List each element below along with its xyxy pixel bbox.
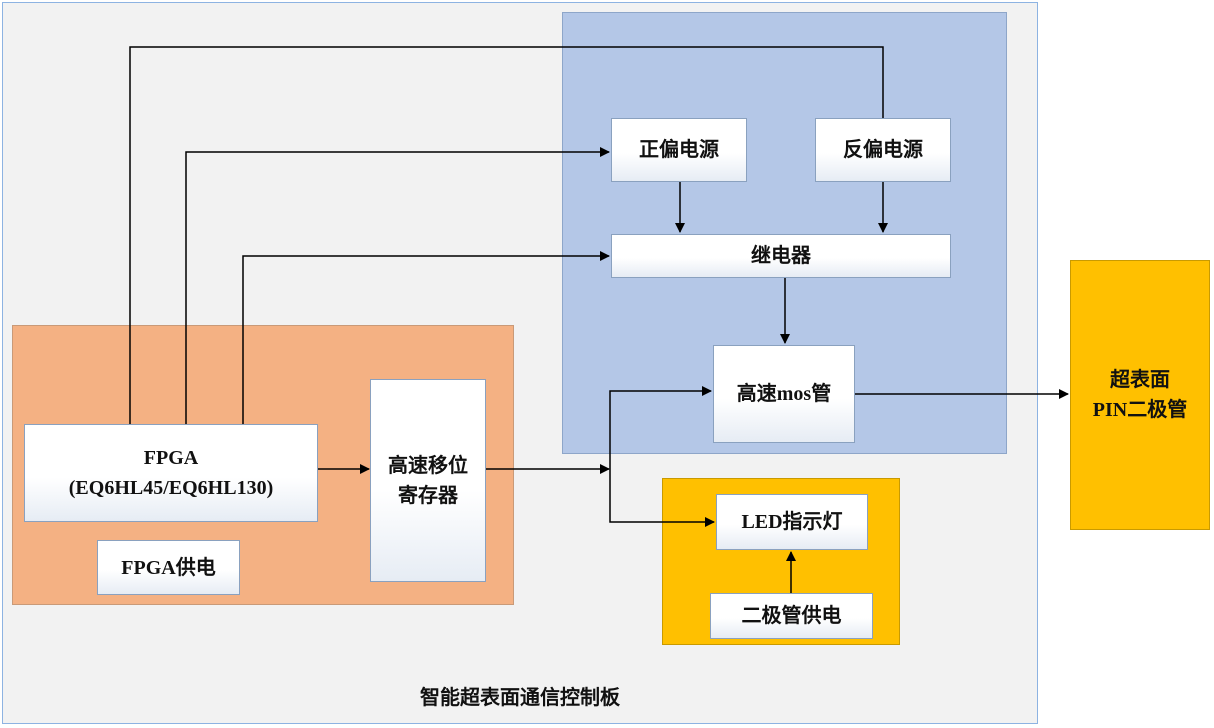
fpga-to-reverse-bias-line: [129, 46, 884, 424]
board-title: 智能超表面通信控制板: [420, 687, 620, 709]
reverse-bias-power-box: 反偏电源: [815, 118, 951, 182]
relay-box: 继电器: [611, 234, 951, 278]
fpga-label-1: FPGA: [143, 447, 199, 469]
forward-bias-power-box: 正偏电源: [611, 118, 747, 182]
fpga-to-relay-line: [242, 251, 610, 424]
mos-box: 高速mos管: [713, 345, 855, 443]
shift-register-box: 高速移位 寄存器: [370, 379, 486, 582]
shift-register-label-2: 寄存器: [398, 484, 458, 507]
diode-power-box: 二极管供电: [710, 593, 873, 639]
power-region: [562, 12, 1007, 454]
fpga-box: FPGA (EQ6HL45/EQ6HL130): [24, 424, 318, 522]
branch-to-led-line: [609, 469, 715, 527]
fpga-label-2: (EQ6HL45/EQ6HL130): [68, 477, 274, 499]
fpga-to-forward-bias-line: [185, 147, 610, 424]
led-indicator-box: LED指示灯: [716, 494, 868, 550]
pin-diode-label-2: PIN二极管: [1092, 399, 1188, 421]
pin-diode-label-1: 超表面: [1110, 369, 1170, 391]
pin-diode-region: 超表面 PIN二极管: [1070, 260, 1210, 530]
fpga-power-box: FPGA供电: [97, 540, 240, 595]
shift-register-label-1: 高速移位: [388, 454, 468, 477]
branch-to-mos-line: [609, 386, 712, 469]
